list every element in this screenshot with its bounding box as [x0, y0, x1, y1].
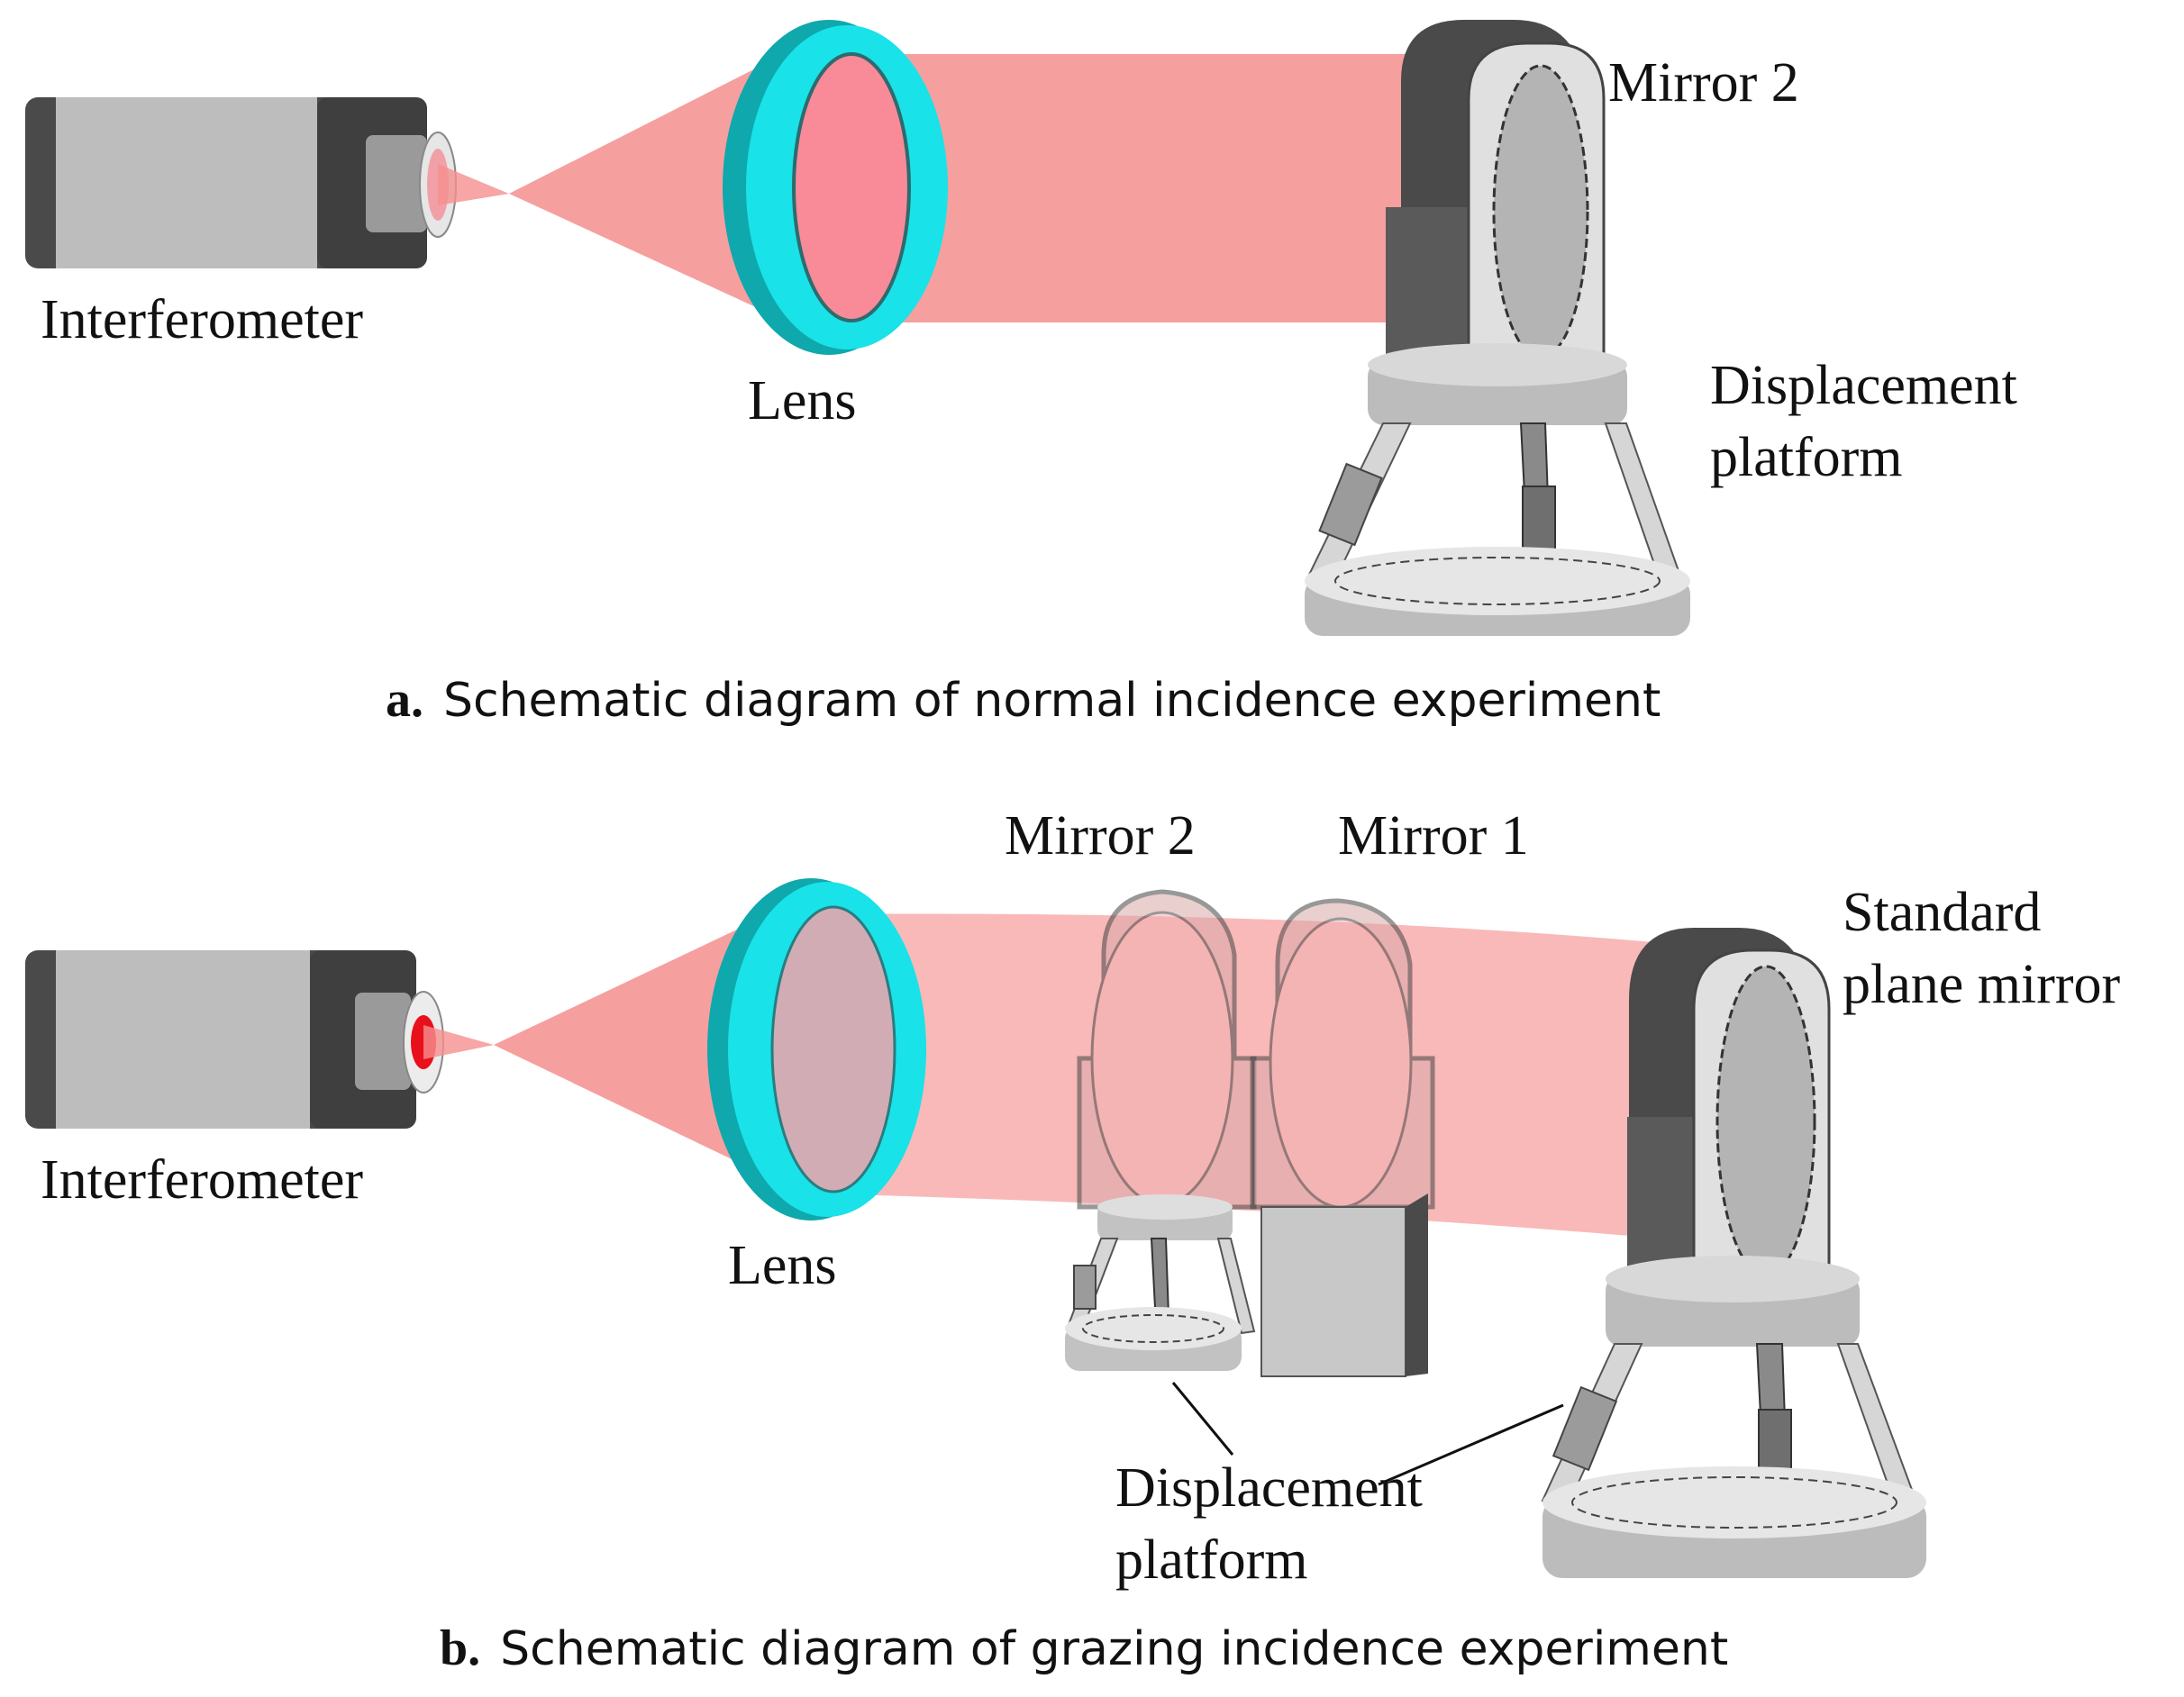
platform-base-disk-rim: [1542, 1466, 1926, 1538]
lens-glass: [770, 905, 896, 1193]
beam-cone-to-lens: [509, 50, 793, 324]
mirror1-support-block: [1260, 1193, 1428, 1377]
interferometer-nozzle: [355, 993, 411, 1090]
caption-a: a. Schematic diagram of normal incidence…: [386, 672, 1661, 728]
platform-base-disk-rim: [1065, 1307, 1242, 1350]
platform-base-dashed: [1571, 1476, 1897, 1529]
beam-cone-to-lens: [494, 912, 775, 1180]
label-displacement-a-line1: Displacement: [1710, 355, 2017, 416]
label-interferometer-b: Interferometer: [41, 1149, 363, 1211]
platform-base-dashed: [1082, 1314, 1224, 1343]
beam-cone-expanding: [423, 1025, 494, 1059]
label-lens-a: Lens: [748, 370, 857, 431]
platform-actuator-left: [1318, 462, 1383, 547]
caption-a-prefix: a.: [386, 672, 423, 728]
beam-cone-expanding: [438, 164, 509, 205]
platform-actuator-left: [1073, 1265, 1097, 1310]
lens-b: [707, 878, 926, 1221]
platform-top-disk-rim: [1606, 1256, 1860, 1302]
caption-b-prefix: b.: [440, 1620, 480, 1676]
interferometer-face: [56, 97, 317, 268]
beam-collimated: [878, 54, 1415, 322]
mirror-surface: [1715, 965, 1816, 1278]
mirror-surface: [1090, 911, 1234, 1206]
mirror1-mount-b: [1250, 898, 1435, 1210]
laser-beam-a: [438, 50, 1415, 324]
lens-a: [723, 20, 948, 355]
platform-actuator-center: [1522, 486, 1556, 559]
standard-plane-mirror-mount: [1627, 928, 1831, 1288]
label-displacement-b-line2: platform: [1115, 1529, 1308, 1591]
interferometer-device-b: [25, 950, 444, 1129]
mirror-surface: [1269, 917, 1413, 1209]
label-displacement-b-line1: Displacement: [1115, 1457, 1423, 1519]
mirror2-mount-b: [1077, 889, 1257, 1210]
mirror-surface: [1492, 64, 1589, 359]
laser-beam-b: [423, 912, 1694, 1241]
platform-top-disk-rim: [1368, 343, 1627, 386]
displacement-platform-a: [1305, 343, 1690, 636]
interferometer-nozzle: [366, 135, 427, 232]
caption-b: b. Schematic diagram of grazing incidenc…: [440, 1620, 1728, 1676]
label-displacement-a-line2: platform: [1710, 427, 1903, 488]
caption-b-text: Schematic diagram of grazing incidence e…: [500, 1622, 1728, 1676]
platform-base-dashed: [1334, 557, 1661, 605]
label-standard-line2: plane mirror: [1843, 954, 2121, 1015]
platform-leg-right: [1216, 1238, 1256, 1335]
platform-top-disk-rim: [1097, 1194, 1233, 1220]
mirror2-mount-a: [1386, 20, 1606, 374]
leader-line-small-platform: [1171, 1382, 1234, 1456]
label-interferometer-a: Interferometer: [41, 289, 363, 350]
panel-a-normal-incidence: Interferometer Lens Mirror 2 Displacemen…: [25, 20, 2017, 728]
label-mirror2-a: Mirror 2: [1608, 52, 1799, 113]
support-block-side: [1406, 1193, 1428, 1376]
interferometer-device-a: [25, 97, 457, 268]
label-standard-line1: Standard: [1843, 882, 2041, 943]
label-mirror1-b: Mirror 1: [1338, 805, 1529, 867]
label-lens-b: Lens: [728, 1235, 837, 1296]
support-block-front: [1260, 1206, 1406, 1377]
displacement-platform-large: [1541, 1256, 1926, 1578]
interferometer-face: [56, 950, 310, 1129]
platform-base-disk-rim: [1305, 547, 1690, 615]
panel-b-grazing-incidence: Interferometer Lens Mirror 2 Mirror 1 St…: [25, 805, 2121, 1676]
label-mirror2-b: Mirror 2: [1005, 805, 1196, 867]
lens-glass: [792, 52, 911, 322]
platform-actuator-left: [1552, 1385, 1618, 1472]
displacement-platform-small: [1065, 1194, 1256, 1371]
leader-line-large-platform: [1378, 1403, 1564, 1486]
caption-a-text: Schematic diagram of normal incidence ex…: [443, 674, 1661, 728]
